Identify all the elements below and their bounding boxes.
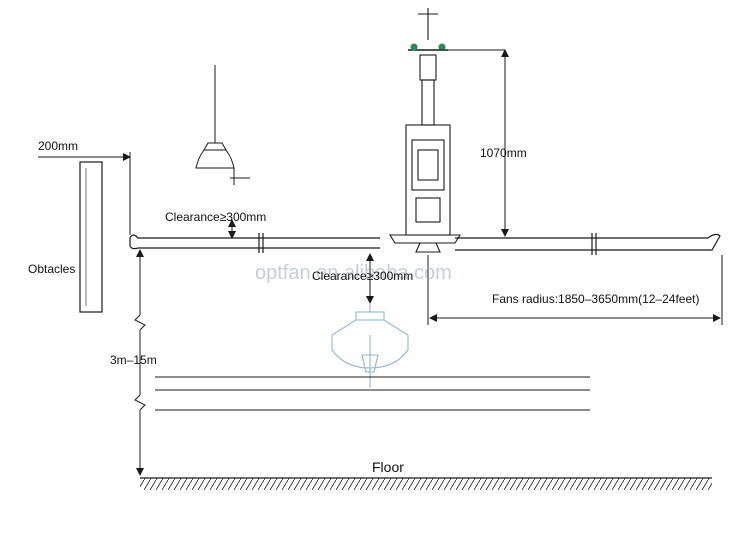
fan-motor xyxy=(389,8,461,253)
light-fixture xyxy=(331,303,409,388)
watermark: optfan.en.alibaba.com xyxy=(255,262,452,284)
obstacle-label: Obtacles xyxy=(28,262,76,276)
pendant-light xyxy=(195,65,250,185)
fan-height-label: 1070mm xyxy=(480,146,527,160)
clearance-bottom-label: Clearance≥300mm xyxy=(312,269,414,283)
mounting-height-dimension xyxy=(134,249,146,476)
fan-height-dimension xyxy=(430,49,509,237)
fan-radius-label: Fans radius:1850–3650mm(12–24feet) xyxy=(492,292,700,306)
clearance-top-label: Clearance≥300mm xyxy=(165,210,267,224)
ceiling-lines xyxy=(155,376,590,411)
height-range-label: 3m–15m xyxy=(110,353,157,367)
fan-blade xyxy=(129,233,721,255)
obstacle-width-label: 200mm xyxy=(38,139,79,153)
floor xyxy=(140,477,712,490)
fan-radius-dimension xyxy=(427,255,723,325)
obstacle-column xyxy=(79,161,103,313)
obstacle-width-dimension xyxy=(38,152,131,235)
floor-label: Floor xyxy=(372,459,404,475)
